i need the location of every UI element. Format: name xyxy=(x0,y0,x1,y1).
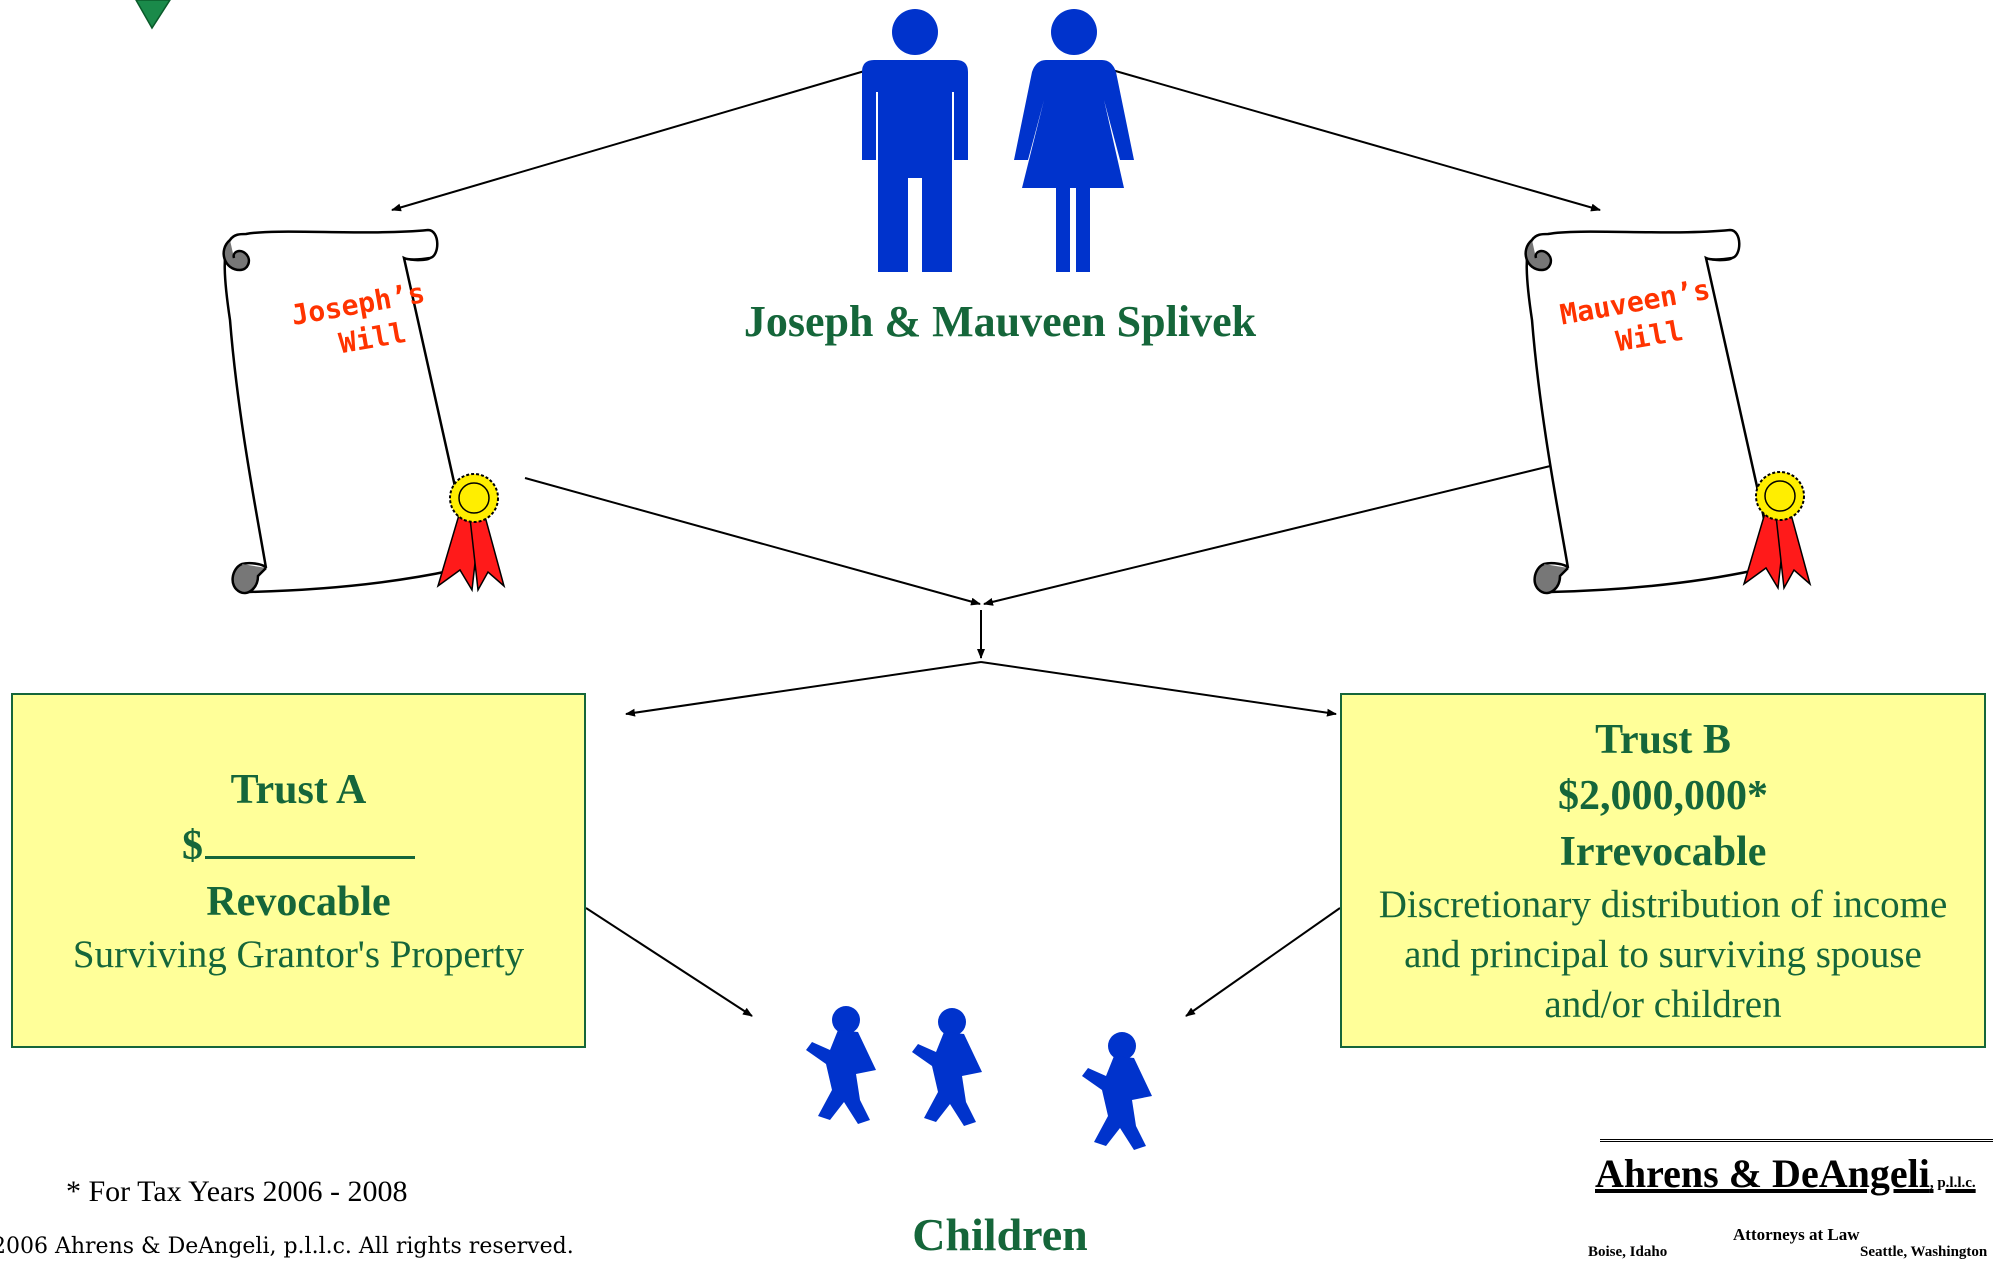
trust-a-amount-blank xyxy=(205,820,415,859)
woman-icon xyxy=(1014,9,1134,272)
arrow-merge-to-trust-b xyxy=(980,661,1337,717)
firm-divider xyxy=(1600,1139,1993,1142)
joseph-will-scroll: Joseph’s Will xyxy=(222,228,505,595)
mauveen-will-scroll: Mauveen’s Will xyxy=(1524,228,1811,595)
tax-year-footnote: * For Tax Years 2006 - 2008 xyxy=(66,1175,408,1208)
firm-name-suffix: , p.l.l.c. xyxy=(1929,1175,1976,1191)
children-figures xyxy=(806,1006,1152,1150)
running-child-icon xyxy=(912,1008,982,1126)
arrow-couple-to-mauveen-will xyxy=(1111,69,1601,212)
children-label: Children xyxy=(912,1209,1088,1260)
firm-name-main: Ahrens & DeAngeli xyxy=(1595,1151,1930,1196)
trust-b-description-line-2: and principal to surviving spouse xyxy=(1404,932,1922,976)
running-child-icon xyxy=(806,1006,876,1124)
arrow-merge-to-trust-a xyxy=(625,661,982,717)
copyright-notice: ©2006 Ahrens & DeAngeli, p.l.l.c. All ri… xyxy=(0,1234,574,1259)
running-child-icon xyxy=(1082,1032,1152,1150)
trust-b-description-line-1: Discretionary distribution of income xyxy=(1378,882,1948,926)
trust-b-type: Irrevocable xyxy=(1559,828,1767,875)
arrow-couple-to-joseph-will xyxy=(391,69,869,212)
arrow-mauveen-will-to-merge xyxy=(983,459,1576,606)
arrow-trust-a-to-children xyxy=(585,907,753,1017)
trust-a-box: Trust A $ Revocable Surviving Grantor's … xyxy=(11,693,586,1048)
firm-name: Ahrens & DeAngeli, p.l.l.c. xyxy=(1595,1150,1976,1197)
arrow-joseph-will-to-merge xyxy=(524,477,981,606)
couple-name: Joseph & Mauveen Splivek xyxy=(743,297,1257,346)
trust-b-amount: $2,000,000* xyxy=(1558,772,1768,819)
firm-city-left: Boise, Idaho xyxy=(1588,1244,1668,1260)
trust-a-title: Trust A xyxy=(230,766,367,813)
arrow-trust-b-to-children xyxy=(1185,907,1341,1017)
firm-subtitle: Attorneys at Law xyxy=(1733,1225,1860,1244)
trust-a-type: Revocable xyxy=(206,878,391,925)
trust-a-amount-line: $ xyxy=(182,818,415,874)
connector-arrows xyxy=(391,69,1601,1017)
logo-gem-icon xyxy=(135,0,171,30)
man-icon xyxy=(862,9,968,272)
trust-a-description: Surviving Grantor's Property xyxy=(72,932,525,976)
trust-a-amount: $ xyxy=(182,822,203,869)
trust-b-description-line-3: and/or children xyxy=(1544,982,1782,1026)
firm-city-right: Seattle, Washington xyxy=(1860,1244,1988,1260)
trust-b-box: Trust B $2,000,000* Irrevocable Discreti… xyxy=(1340,693,1986,1048)
trust-b-title: Trust B xyxy=(1595,716,1731,763)
